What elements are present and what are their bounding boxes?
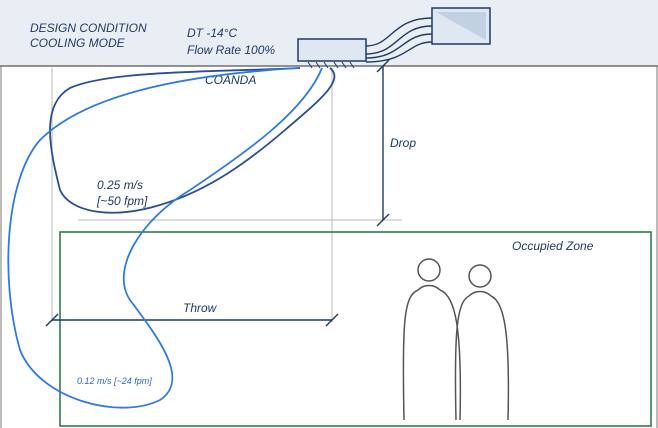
throw-label: Throw — [183, 301, 218, 315]
dt-label: DT -14°C — [187, 26, 237, 40]
isovel-025-curve — [49, 67, 336, 214]
velocity-025-fpm-label: [~50 fpm] — [96, 194, 148, 208]
person-icon — [454, 264, 510, 421]
person-icon — [402, 258, 462, 421]
velocity-012-label: 0.12 m/s [~24 fpm] — [77, 376, 152, 386]
drop-label: Drop — [390, 136, 416, 150]
velocity-025-label: 0.25 m/s — [97, 178, 143, 192]
cooling-mode-label: COOLING MODE — [30, 36, 126, 50]
design-condition-label: DESIGN CONDITION — [30, 21, 147, 35]
throw-dimension — [45, 313, 339, 327]
coanda-label: COANDA — [205, 73, 256, 87]
ceiling-diffuser — [297, 38, 367, 69]
supply-ducts — [365, 17, 433, 63]
flow-rate-label: Flow Rate 100% — [187, 43, 275, 57]
isovel-012-curve — [7, 67, 323, 409]
occupied-zone-box — [59, 231, 652, 427]
air-handler-unit — [431, 7, 491, 45]
occupied-zone-label: Occupied Zone — [512, 239, 594, 253]
drop-dimension — [376, 59, 390, 227]
